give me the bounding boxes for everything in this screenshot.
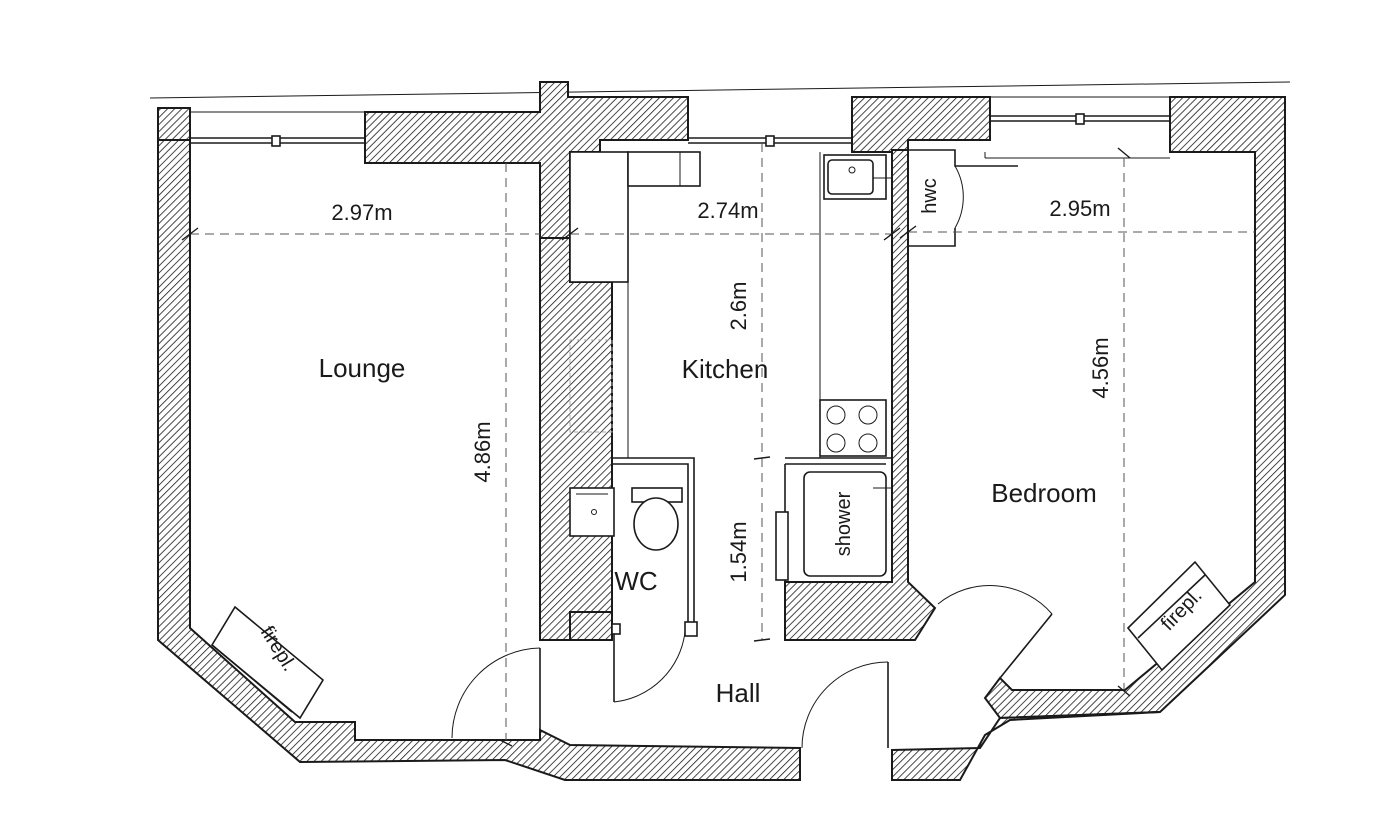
wall-lounge-top-right <box>364 81 689 239</box>
lounge-width-label: 2.97m <box>331 200 392 225</box>
bedroom-label: Bedroom <box>991 478 1097 508</box>
wall-lounge-top <box>157 107 191 141</box>
wc-label: WC <box>614 566 657 596</box>
window-lounge <box>190 111 365 147</box>
lounge-door[interactable] <box>451 647 541 739</box>
entrance-door[interactable] <box>801 661 889 749</box>
wall-lounge-kitchen <box>539 237 613 641</box>
kitchen-counter-right <box>819 152 892 458</box>
window-kitchen <box>688 135 852 147</box>
kitchen-counter-left <box>569 151 701 458</box>
hot-water-cylinder: hwc <box>908 149 1018 247</box>
hall-label: Hall <box>716 678 761 708</box>
kitchen-label: Kitchen <box>682 354 769 384</box>
wall-wc-bottom <box>569 611 613 641</box>
hob <box>826 405 878 453</box>
wall-kitchen-bedroom <box>784 149 937 641</box>
kitchen-length-label: 2.6m <box>726 282 751 331</box>
shower: shower <box>775 457 893 582</box>
wall-hall-bottom-right <box>891 711 1161 781</box>
bedroom-length-label: 4.56m <box>1088 337 1113 398</box>
toilet <box>631 487 683 551</box>
fireplace-bedroom: firepl. <box>1126 560 1232 672</box>
hwc-label: hwc <box>919 178 941 214</box>
wc-room <box>612 457 698 637</box>
boundary-line <box>149 81 1291 99</box>
hall-length-label: 1.54m <box>726 521 751 582</box>
window-bedroom <box>984 96 1170 159</box>
kitchen-width-label: 2.74m <box>697 198 758 223</box>
wall-kitchen-top-right <box>851 96 991 153</box>
bedroom-width-label: 2.95m <box>1049 196 1110 221</box>
washbasin <box>569 487 615 537</box>
bedroom-door[interactable] <box>937 585 1053 679</box>
shower-label: shower <box>833 491 855 556</box>
lounge-length-label: 4.86m <box>470 421 495 482</box>
wc-door[interactable] <box>611 623 686 703</box>
lounge-label: Lounge <box>319 353 406 383</box>
